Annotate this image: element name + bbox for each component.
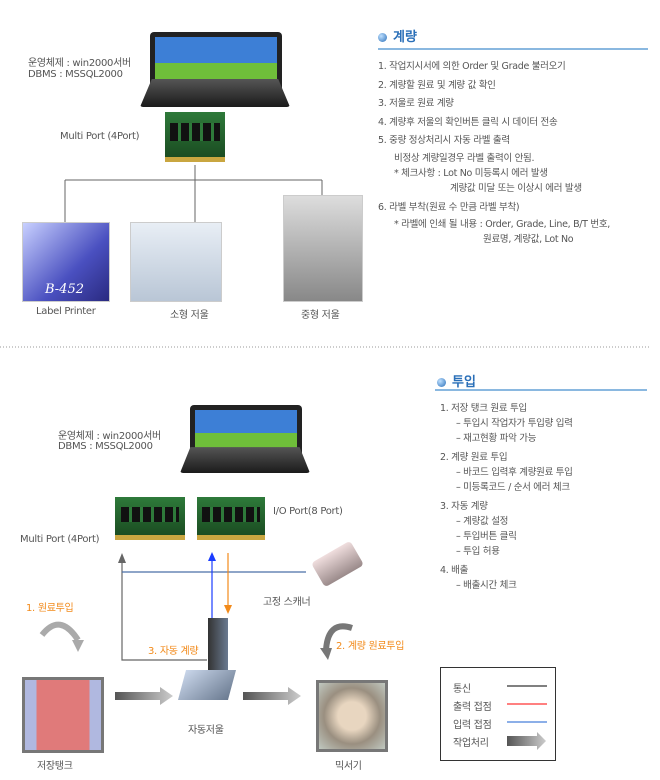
dbms-label: DBMS : MSSQL2000 [28, 69, 123, 80]
process-arrow [243, 687, 301, 705]
list-item: 4. 계량후 저울의 확인버튼 클릭 시 데이터 전송 [378, 116, 558, 128]
tank-label: 저장탱크 [37, 761, 73, 772]
server-laptop [180, 405, 310, 473]
multiport-card [115, 497, 185, 540]
list-subitem: – 미등록코드 / 순서 에러 체크 [456, 482, 570, 493]
small-scale-image [130, 222, 222, 302]
list-subitem: – 계량값 설정 [456, 516, 509, 527]
list-subitem: – 배출시간 체크 [456, 580, 517, 591]
list-item: 1. 저장 탱크 원료 투입 [440, 403, 527, 414]
list-item: 1. 작업지시서에 의한 Order 및 Grade 불러오기 [378, 61, 566, 72]
list-item: 6. 라벨 부착(원료 수 만큼 라벨 부착) [378, 201, 520, 213]
legend-label: 입력 접점 [453, 720, 492, 731]
legend-box [440, 667, 556, 761]
header-underline [435, 389, 647, 391]
list-item: 4. 배출 [440, 565, 469, 576]
auto-scale-platform [177, 670, 237, 700]
medium-scale-image [283, 195, 363, 302]
curved-arrow-icon [39, 621, 81, 642]
process-arrow [115, 687, 173, 705]
printer-model-text: B-452 [45, 282, 84, 297]
multiport-label: Multi Port (4Port) [60, 131, 140, 142]
input-list: 1. 저장 탱크 원료 투입 – 투입시 작업자가 투입량 입력 – 재고현황 … [440, 401, 573, 593]
list-item: 2. 계량할 원료 및 계량 값 확인 [378, 79, 496, 91]
bullet-icon [437, 378, 446, 387]
device-label: Label Printer [36, 306, 96, 317]
list-subitem: – 투입시 작업자가 투입량 입력 [456, 418, 573, 429]
mixer-label: 믹서기 [335, 761, 362, 772]
weighing-header: 계량 [378, 26, 417, 45]
server-laptop [140, 32, 290, 107]
list-subitem: – 투입 허용 [456, 546, 500, 557]
step1-label: 1. 원료투입 [26, 603, 74, 614]
header-underline [378, 48, 648, 50]
weighing-list: 1. 작업지시서에 의한 Order 및 Grade 불러오기 2. 계량할 원… [378, 58, 610, 247]
legend-process-arrow [507, 732, 546, 750]
multiport-label: Multi Port (4Port) [20, 534, 100, 545]
io-port-card [197, 497, 265, 540]
list-item: 계량값 미달 또는 이상시 에러 발생 [450, 182, 582, 194]
legend-label: 작업처리 [453, 738, 489, 749]
ioport-label: I/O Port(8 Port) [273, 506, 343, 517]
step3-label: 3. 자동 계량 [148, 646, 199, 657]
dbms-label: DBMS : MSSQL2000 [58, 441, 153, 452]
list-item: 3. 자동 계량 [440, 501, 488, 512]
bullet-icon [378, 33, 387, 42]
list-subitem: – 투입버튼 클릭 [456, 531, 517, 542]
list-subitem: – 재고현황 파악 가능 [456, 433, 537, 444]
list-item: 원료명, 계량값, Lot No [483, 234, 574, 245]
os-label: 운영체제 : win2000서버 [58, 431, 161, 442]
storage-tank-image [22, 677, 104, 753]
curved-arrow-icon [323, 623, 353, 651]
legend-label: 통신 [453, 684, 471, 695]
input-header: 투입 [437, 371, 476, 390]
scale-label: 자동저울 [188, 725, 224, 736]
step2-label: 2. 계량 원료투입 [336, 641, 405, 652]
list-item: 2. 계량 원료 투입 [440, 452, 508, 463]
list-item: * 라벨에 인쇄 될 내용 : Order, Grade, Line, B/T … [394, 219, 611, 230]
weighing-title: 계량 [393, 30, 417, 45]
os-label: 운영체제 : win2000서버 [28, 58, 131, 69]
device-label: 소형 저울 [170, 310, 209, 321]
list-subitem: – 바코드 입력후 계량원료 투입 [456, 467, 573, 478]
label-printer-image: B-452 [22, 222, 110, 302]
list-item: * 체크사항 : Lot No 미등록시 에러 발생 [394, 167, 548, 179]
auto-scale-image [208, 618, 228, 670]
multiport-card [165, 112, 225, 162]
list-item: 5. 중량 정상처리시 자동 라벨 출력 [378, 135, 510, 146]
list-item: 3. 저울로 원료 계량 [378, 98, 454, 109]
scanner-label: 고정 스캐너 [263, 597, 311, 608]
list-item: 비정상 계량일경우 라벨 출력이 안됨. [394, 152, 535, 164]
input-title: 투입 [452, 375, 476, 390]
mixer-image [316, 680, 388, 752]
legend-label: 출력 접점 [453, 702, 492, 713]
device-label: 중형 저울 [301, 310, 340, 321]
